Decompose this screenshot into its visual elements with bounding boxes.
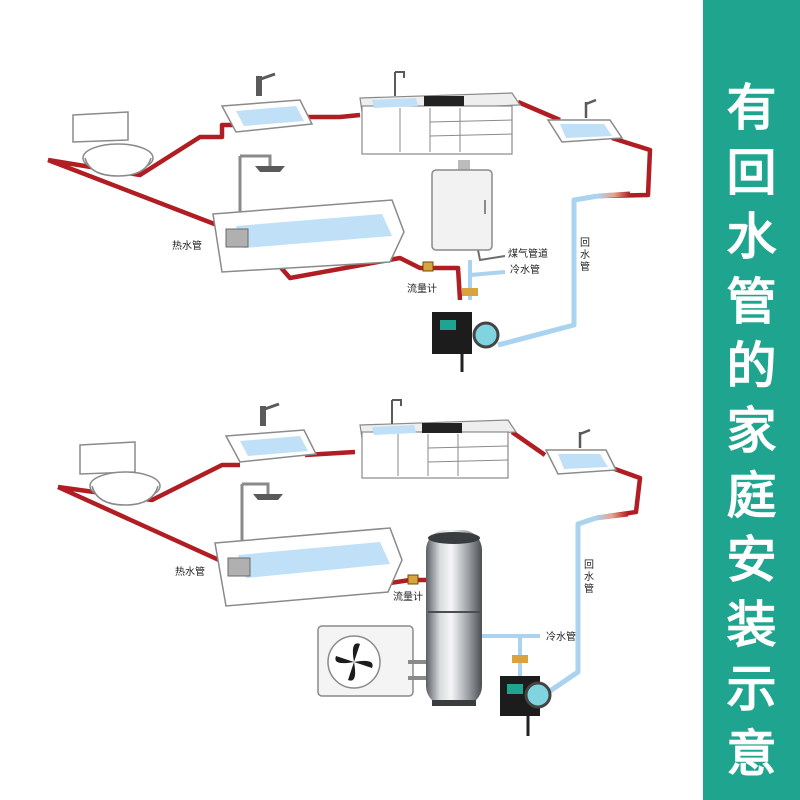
side-title-char: 有 xyxy=(726,79,777,137)
bottom-diagram: 热水管 流量计 冷水管 回 水 管 xyxy=(57,399,643,736)
bottom-outdoor-unit xyxy=(317,625,426,697)
side-title-char: 意 xyxy=(726,724,777,783)
side-title-char: 管 xyxy=(726,272,777,331)
top-label-gas-pipe: 煤气管道 xyxy=(508,247,548,260)
top-hot-pipe xyxy=(47,99,653,301)
top-label-return-pipe-3: 管 xyxy=(580,260,590,273)
bottom-label-flow-meter: 流量计 xyxy=(393,590,423,603)
bottom-hot-pipe xyxy=(57,430,643,601)
side-title-char: 回 xyxy=(726,143,777,202)
top-wash-basin xyxy=(220,72,314,133)
side-title-char: 庭 xyxy=(726,466,777,525)
top-shower-bathtub xyxy=(212,154,405,273)
bottom-label-return-pipe-1: 回 xyxy=(584,559,594,571)
bottom-shower-bathtub xyxy=(214,482,403,607)
bottom-label-cold-pipe: 冷水管 xyxy=(546,630,576,643)
top-label-flow-meter: 流量计 xyxy=(407,282,437,295)
top-label-cold-pipe: 冷水管 xyxy=(510,263,540,276)
bottom-wash-basin xyxy=(224,402,318,463)
side-title-panel: 有 回 水 管 的 家 庭 安 装 示 意 xyxy=(703,0,800,800)
top-gas-pipe-line xyxy=(477,249,506,262)
top-circulation-pump xyxy=(432,288,500,372)
top-flow-meter-mark xyxy=(422,261,434,272)
installation-diagram: 热水管 流量计 煤气管道 冷水管 回 水 管 xyxy=(47,71,653,736)
side-title-char: 装 xyxy=(726,595,777,654)
bottom-return-pipe xyxy=(542,515,597,698)
side-title-char: 安 xyxy=(726,531,777,590)
top-right-basin xyxy=(546,98,624,143)
bottom-flow-meter-mark xyxy=(407,574,419,585)
bottom-kitchen-cabinet xyxy=(359,399,518,479)
top-label-hot-pipe: 热水管 xyxy=(172,239,202,252)
top-toilet xyxy=(72,111,154,177)
top-gas-water-heater xyxy=(431,160,493,251)
bottom-label-hot-pipe: 热水管 xyxy=(175,565,205,578)
bottom-heat-pump-tank xyxy=(426,530,482,706)
side-title: 有 回 水 管 的 家 庭 安 装 示 意 xyxy=(703,76,800,787)
top-label-return-pipe-1: 回 xyxy=(580,237,590,249)
top-label-return-pipe-2: 水 xyxy=(580,249,590,261)
bottom-cold-pipe-line xyxy=(482,634,540,680)
side-title-char: 示 xyxy=(726,660,777,719)
side-title-char: 水 xyxy=(726,208,777,267)
bottom-right-basin xyxy=(544,428,618,475)
top-kitchen-cabinet xyxy=(359,71,522,155)
bottom-circulation-pump xyxy=(500,655,552,736)
bottom-label-return-pipe-2: 水 xyxy=(584,571,594,583)
side-title-char: 的 xyxy=(726,337,777,396)
bottom-toilet xyxy=(79,441,161,506)
top-return-pipe xyxy=(497,193,599,348)
top-diagram: 热水管 流量计 煤气管道 冷水管 回 水 管 xyxy=(47,71,653,372)
bottom-label-return-pipe-3: 管 xyxy=(584,582,594,595)
side-title-char: 家 xyxy=(726,401,777,460)
